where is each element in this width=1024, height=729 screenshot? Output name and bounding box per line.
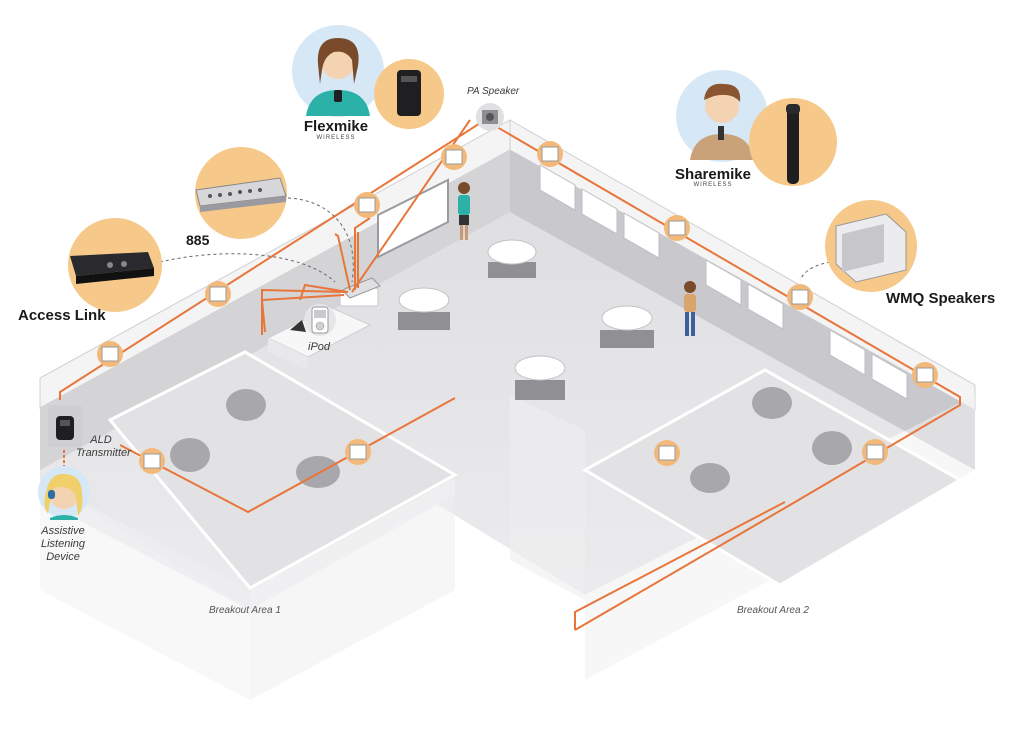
student-figure <box>684 281 696 336</box>
sharemike-avatar <box>676 70 768 162</box>
access-link-label: Access Link <box>18 307 106 324</box>
receiver-hub-icon <box>341 277 381 299</box>
whiteboard <box>377 178 449 259</box>
breakout-area-1-floor <box>107 350 459 590</box>
flexmike-device-icon <box>374 59 444 129</box>
assistive-label-line1: Assistive <box>41 525 85 537</box>
pa-speaker-icon <box>476 103 504 131</box>
ceiling-speaker-icons <box>97 141 938 474</box>
ipod-icon <box>304 304 336 336</box>
flexmike-label: Flexmike <box>303 118 369 135</box>
wmq-speakers-label: WMQ Speakers <box>886 290 996 307</box>
sharemike-label: Sharemike <box>675 166 751 183</box>
885-device-icon <box>195 147 287 239</box>
teacher-figure <box>458 182 470 240</box>
pa-speaker-label: PA Speaker <box>467 86 520 97</box>
sharemike-subtitle: WIRELESS <box>693 182 733 188</box>
breakout-area-2-label: Breakout Area 2 <box>737 605 809 616</box>
ald-transmitter-label: ALD Transmitter <box>76 434 131 460</box>
sharemike-device-icon <box>749 98 837 186</box>
breakout-area-1-label: Breakout Area 1 <box>209 605 281 616</box>
ipod-label: iPod <box>308 341 331 353</box>
round-tables <box>398 239 654 400</box>
windows-right-wall <box>539 164 908 400</box>
leader-lines <box>159 197 831 283</box>
breakout-area-2-floor <box>581 368 964 587</box>
assistive-label-line3: Device <box>46 551 80 563</box>
assistive-listening-label: Assistive Listening Device <box>30 525 96 564</box>
ald-transmitter-icon <box>48 405 82 468</box>
speaker-cabling <box>59 118 961 631</box>
assistive-label-line2: Listening <box>40 538 86 550</box>
885-label: 885 <box>186 232 210 248</box>
flexmike-subtitle: WIRELESS <box>316 135 356 141</box>
child-avatar <box>38 466 90 520</box>
access-link-device-icon <box>68 218 162 312</box>
wmq-speaker-icon <box>825 200 917 292</box>
ald-transmitter-label-line2: Transmitter <box>76 447 131 459</box>
flexmike-avatar <box>292 25 384 117</box>
ald-transmitter-label-line1: ALD <box>90 434 112 446</box>
